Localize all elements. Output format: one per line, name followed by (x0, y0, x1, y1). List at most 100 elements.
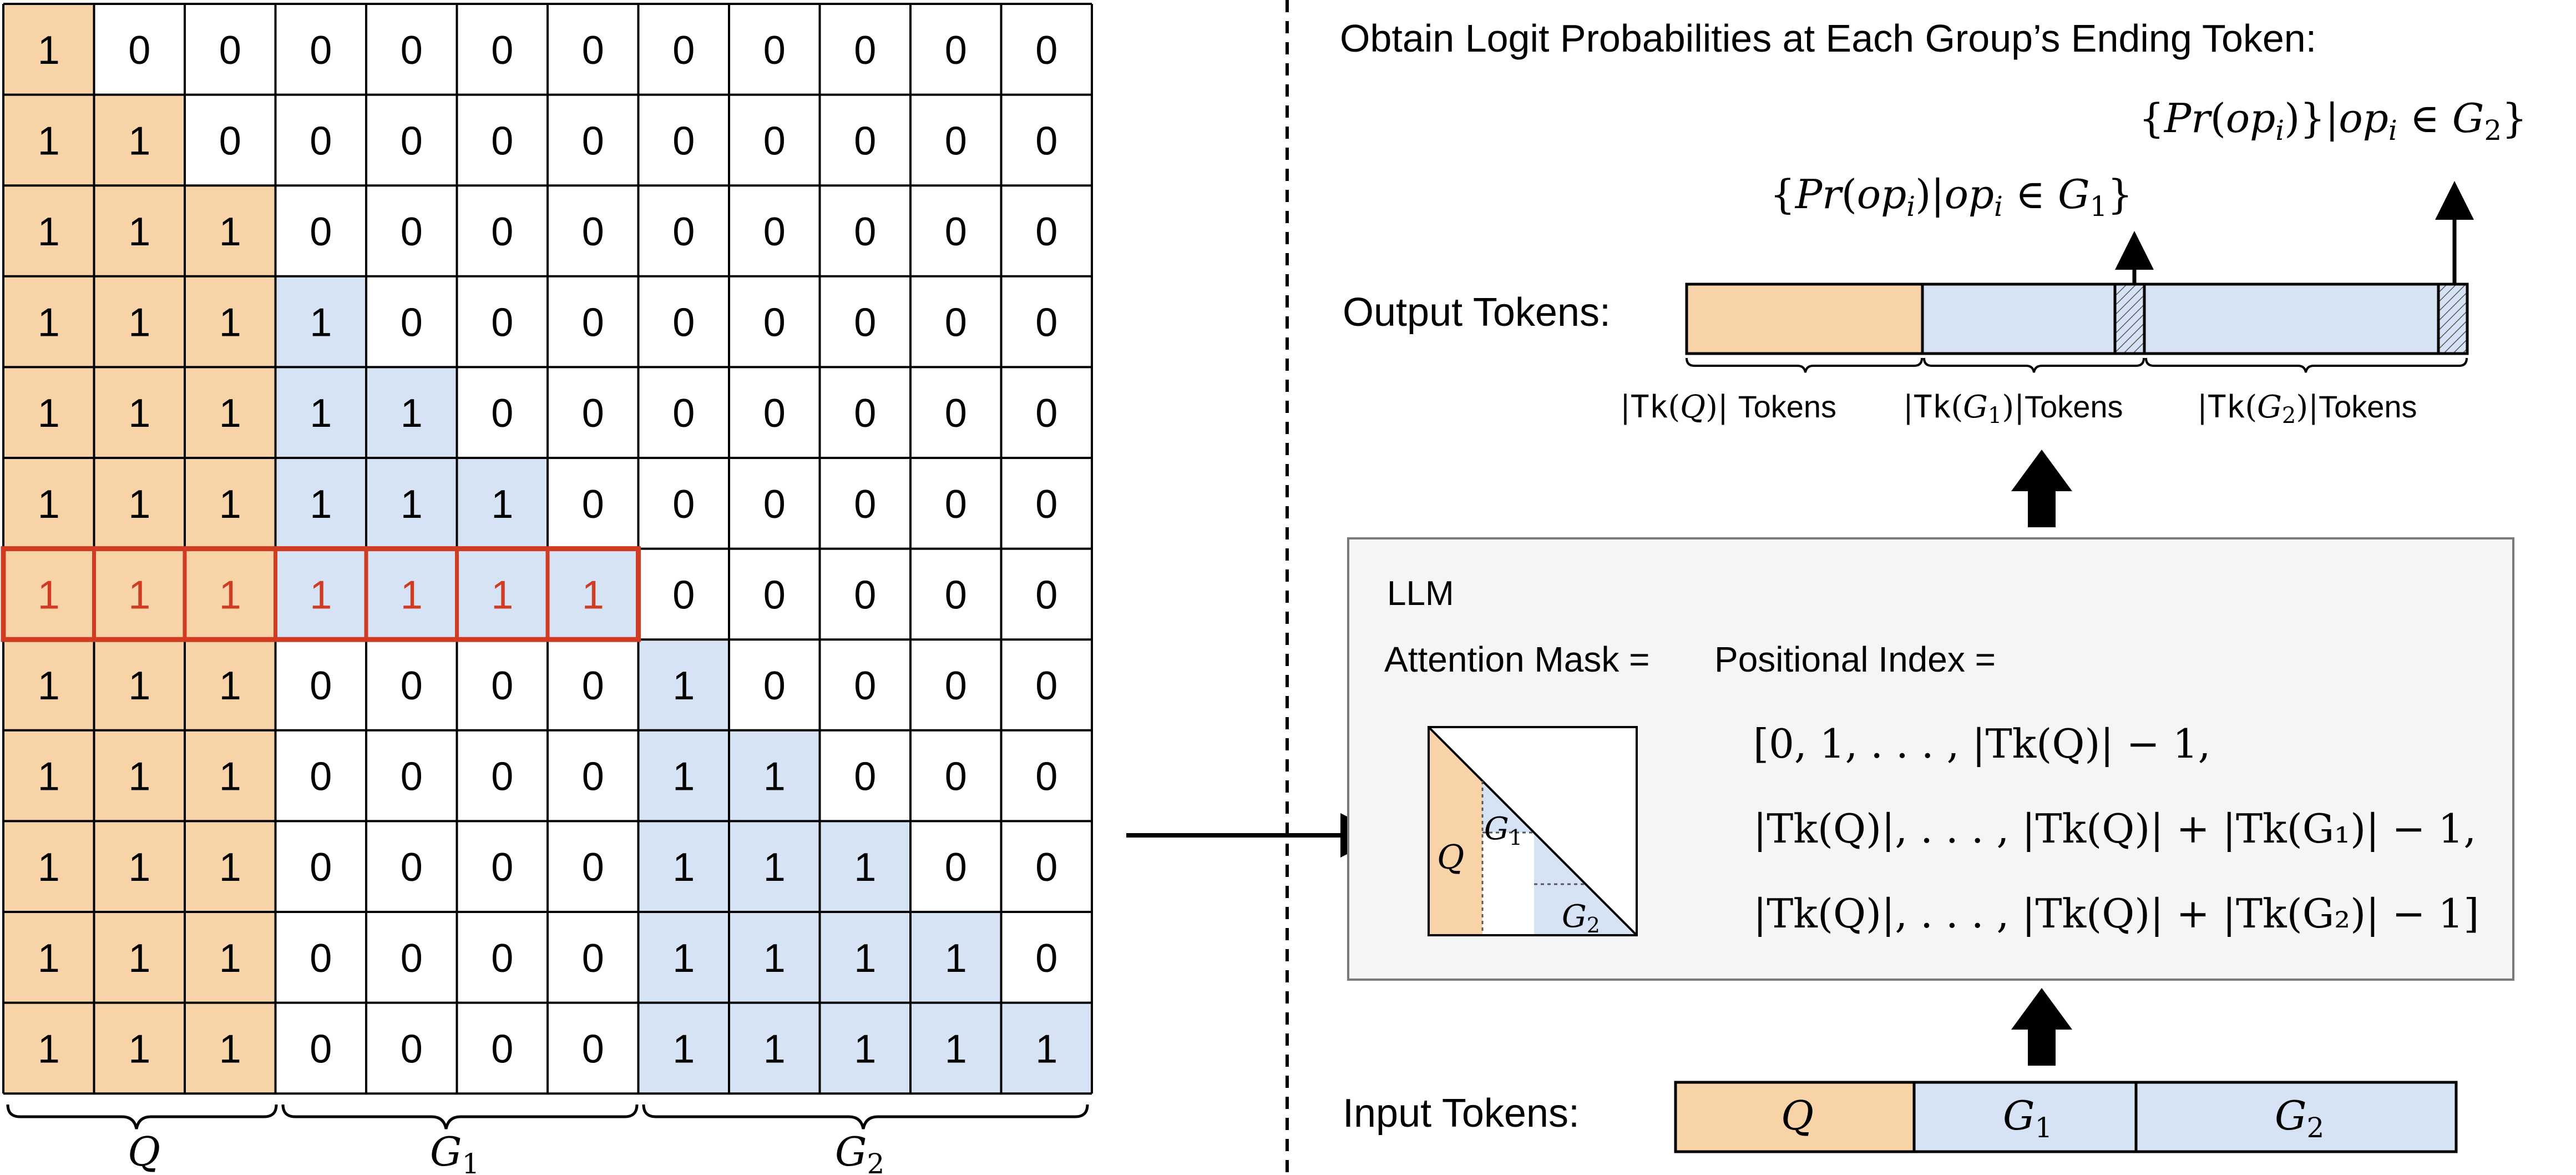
matrix-cell (366, 458, 457, 549)
matrix-cell (638, 4, 729, 95)
matrix-cell (729, 458, 820, 549)
matrix-cell (910, 276, 1001, 367)
highlighted-row (1, 546, 641, 642)
matrix-cell-value: 1 (672, 845, 695, 890)
matrix-cell (910, 94, 1001, 186)
matrix-cell-value: 1 (763, 1027, 786, 1071)
matrix-cell-value: 0 (854, 755, 876, 799)
matrix-cell-value: 0 (401, 301, 423, 345)
matrix-cell-value: 1 (854, 845, 876, 890)
matrix-cell (819, 548, 910, 640)
matrix-cell-value: 0 (672, 301, 695, 345)
matrix-cell (366, 548, 457, 640)
input-g1: G1 (2003, 1092, 2052, 1144)
matrix-cell (548, 185, 639, 276)
matrix-cell (1001, 367, 1092, 458)
matrix-cell-value: 1 (582, 573, 604, 617)
matrix-cell-value: 0 (491, 391, 513, 436)
brace-label-g1: G1 (430, 1128, 479, 1175)
matrix-cell (910, 821, 1001, 912)
matrix-cell (185, 94, 276, 186)
matrix-cell-value: 0 (854, 28, 876, 73)
matrix-cell-value: 1 (128, 573, 150, 617)
matrix-cell (819, 639, 910, 730)
matrix-cell-value: 1 (128, 755, 150, 799)
matrix-cell (548, 821, 639, 912)
matrix-cell (3, 639, 94, 730)
matrix-cell (910, 458, 1001, 549)
positional-line-3: |Tk(Q)|, . . . , |Tk(Q)| + |Tk(G₂)| − 1] (1753, 890, 2479, 937)
matrix-cell-value: 0 (491, 301, 513, 345)
matrix-cell (1001, 821, 1092, 912)
matrix-cell-value: 1 (310, 301, 332, 345)
matrix-cell (185, 458, 276, 549)
matrix-cell-value: 0 (582, 391, 604, 436)
matrix-cell (638, 185, 729, 276)
matrix-cell (275, 367, 366, 458)
highlighted-row-dividers (92, 548, 550, 640)
matrix-cell-value: 0 (763, 119, 786, 163)
matrix-cell (275, 821, 366, 912)
matrix-cell-value: 0 (1035, 28, 1057, 73)
matrix-cell-value: 0 (582, 755, 604, 799)
matrix-cell-value: 0 (763, 391, 786, 436)
matrix-cell-value: 0 (582, 845, 604, 890)
matrix-cell (457, 367, 548, 458)
matrix-cell-value: 0 (1035, 936, 1057, 981)
matrix-cell-value: 0 (401, 936, 423, 981)
matrix-cell (819, 821, 910, 912)
matrix-cell-value: 1 (672, 936, 695, 981)
matrix-cell (185, 1002, 276, 1094)
matrix-cell (275, 912, 366, 1003)
matrix-cell-value: 0 (672, 119, 695, 163)
input-tokens-label: Input Tokens: (1343, 1091, 1580, 1136)
matrix-cell-value: 0 (401, 755, 423, 799)
matrix-cell (3, 730, 94, 821)
output-bar-g2 (2143, 283, 2469, 355)
matrix-cell-value: 0 (945, 28, 967, 73)
mini-q: Q (1437, 838, 1464, 877)
matrix-cell (185, 821, 276, 912)
matrix-cell-value: 1 (219, 845, 241, 890)
matrix-cell (185, 730, 276, 821)
matrix-cell (457, 548, 548, 640)
matrix-cell-value: 0 (310, 210, 332, 254)
matrix-cell-value: 0 (945, 482, 967, 527)
matrix-cell (819, 912, 910, 1003)
matrix-cell (548, 639, 639, 730)
matrix-cell-value: 0 (310, 755, 332, 799)
matrix-cell (275, 94, 366, 186)
logit-header: Obtain Logit Probabilities at Each Group… (1340, 17, 2316, 60)
matrix-cell-value: 0 (491, 664, 513, 708)
matrix-cell-value: 1 (128, 482, 150, 527)
g1-subscript: 1 (462, 1148, 480, 1175)
matrix-cell (94, 4, 185, 95)
matrix-cell (910, 1002, 1001, 1094)
matrix-cell-value: 1 (38, 119, 60, 163)
matrix-cell-value: 1 (219, 482, 241, 527)
matrix-cell (3, 367, 94, 458)
matrix-cell-value: 0 (128, 28, 150, 73)
matrix-cell-value: 0 (945, 119, 967, 163)
output-tokens-label: Output Tokens: (1343, 290, 1611, 335)
matrix-cell (366, 367, 457, 458)
matrix-cell-value: 0 (945, 391, 967, 436)
matrix-cell (3, 276, 94, 367)
output-braces (1686, 357, 2468, 373)
matrix-cell (457, 4, 548, 95)
matrix-cell-value: 0 (1035, 573, 1057, 617)
matrix-cell-value: 1 (763, 936, 786, 981)
matrix-cell (548, 367, 639, 458)
matrix-cell (457, 821, 548, 912)
matrix-cell (94, 821, 185, 912)
matrix-cell-value: 0 (672, 210, 695, 254)
output-bar-q (1685, 283, 1924, 355)
matrix-cell-value: 0 (672, 391, 695, 436)
output-bar-g2-end (2437, 283, 2469, 355)
matrix-cell-value: 0 (672, 482, 695, 527)
matrix-cell-value: 0 (763, 28, 786, 73)
matrix-cell-value: 0 (491, 28, 513, 73)
matrix-cell-value: 0 (672, 573, 695, 617)
matrix-cell-value: 1 (38, 845, 60, 890)
